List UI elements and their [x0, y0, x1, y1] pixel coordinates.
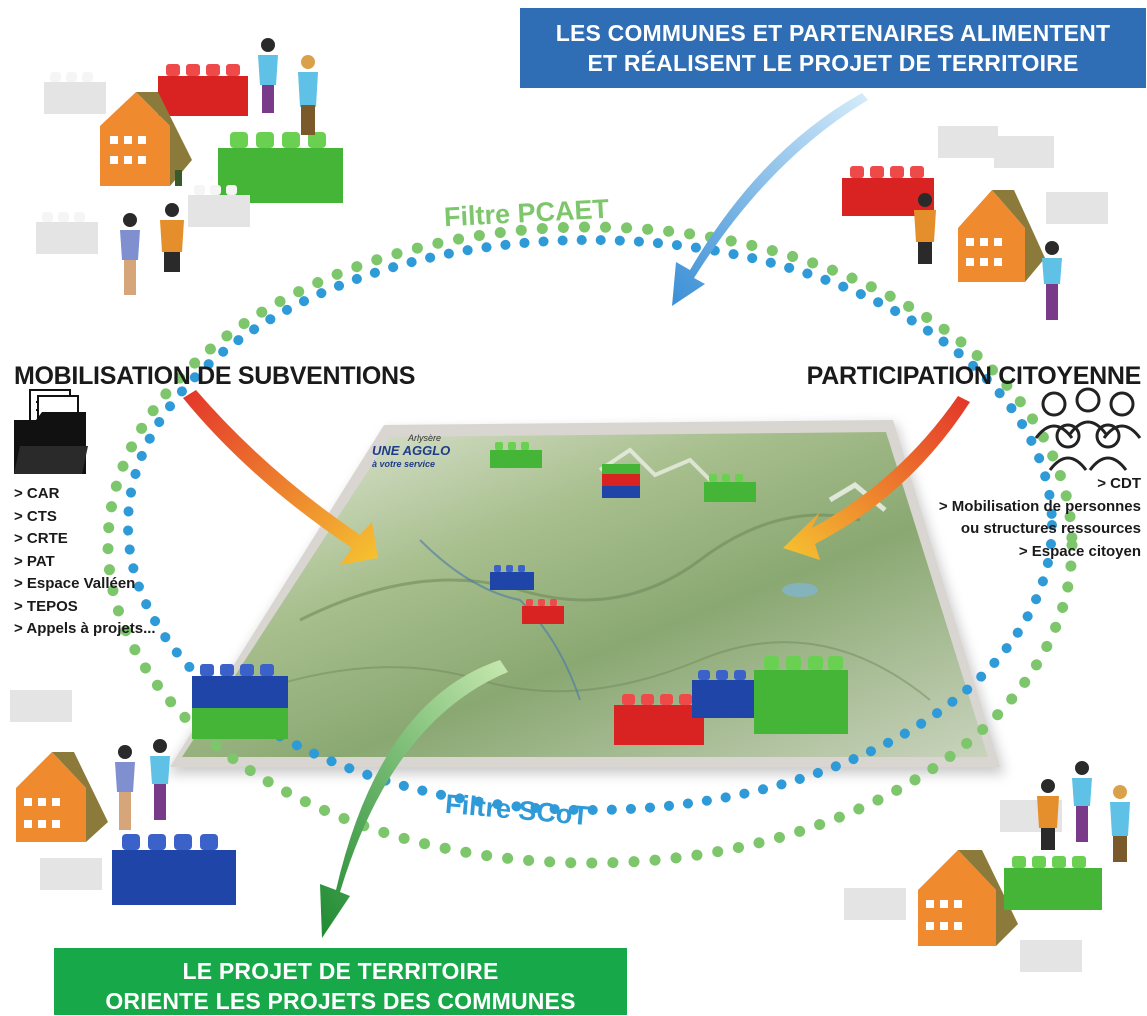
list-item: > Appels à projets...: [14, 620, 156, 637]
people-bottom-right: [1037, 761, 1130, 862]
brick-bottom-right-green: [1004, 856, 1102, 910]
list-item: > Mobilisation de personnes: [938, 497, 1141, 515]
map-brick-group-right: [614, 656, 848, 745]
territory-map: [167, 420, 1005, 774]
list-item: ou structures ressources: [960, 520, 1141, 537]
arrow-communes-to-map: [672, 93, 868, 306]
brick-top-green: [218, 132, 343, 203]
list-item: > TEPOS: [14, 597, 78, 615]
banner-top-line1: LES COMMUNES ET PARTENAIRES ALIMENTENT: [555, 20, 1111, 46]
map-brick-blue-green-left: [192, 664, 288, 739]
list-item: > Espace citoyen: [1018, 542, 1141, 560]
map-brick-red-small: [522, 599, 564, 624]
subventions-list: > CAR > CTS > CRTE > PAT > Espace Vallée…: [14, 483, 156, 641]
brick-left-white-3: [188, 185, 250, 227]
house-top-left: [100, 92, 192, 186]
brick-left-white-1: [44, 72, 106, 114]
map-brick-green-top: [490, 442, 542, 468]
people-group-icon: [1034, 387, 1142, 471]
arrow-projet-to-communes: [320, 660, 508, 938]
logo-main: UNE AGGLO: [372, 443, 451, 458]
logo-brand: Arlysère: [408, 433, 442, 443]
brick-top-right-white: [938, 126, 1108, 224]
house-bottom-right: [918, 850, 1018, 946]
brick-bottom-left-white: [10, 690, 102, 890]
participation-list: > CDT > Mobilisation de personnes ou str…: [939, 473, 1141, 563]
list-item: > CRTE: [14, 530, 68, 547]
map-brick-stack-center: [602, 464, 640, 498]
folder-documents-icon: [14, 389, 88, 474]
banner-projet-territoire: LE PROJET DE TERRITOIRE ORIENTE LES PROJ…: [54, 948, 627, 1015]
house-top-right: [958, 190, 1045, 282]
people-bottom-left: [115, 739, 170, 830]
people-top-left: [120, 38, 318, 295]
brick-left-white-2: [36, 212, 98, 254]
banner-bottom-line2: ORIENTE LES PROJETS DES COMMUNES: [105, 988, 576, 1014]
brick-bottom-right-white: [844, 800, 1082, 972]
list-item: > Espace Valléen: [14, 575, 136, 592]
brick-top-red: [158, 64, 248, 116]
banner-bottom-line1: LE PROJET DE TERRITOIRE: [182, 958, 499, 984]
house-bottom-left: [16, 752, 108, 842]
list-item: > CAR: [14, 485, 60, 502]
list-item: > CDT: [1097, 475, 1141, 492]
brick-bottom-left-blue: [112, 834, 236, 905]
pcaet-ring: [102, 221, 1078, 869]
arrow-participation-to-map: [783, 396, 970, 560]
logo-sub: à votre service: [372, 459, 436, 469]
subventions-heading: MOBILISATION DE SUBVENTIONS: [14, 362, 416, 390]
scot-ring: [123, 235, 1057, 815]
map-brick-green-right: [704, 474, 756, 502]
map-brick-blue-small: [490, 565, 534, 590]
list-item: > PAT: [14, 552, 55, 570]
list-item: > CTS: [14, 507, 57, 525]
arlysere-logo: Arlysère UNE AGGLO à votre service: [372, 423, 462, 475]
banner-top-line2: ET RÉALISENT LE PROJET DE TERRITOIRE: [587, 50, 1079, 76]
arrow-subventions-to-map: [183, 390, 378, 565]
people-top-right: [914, 193, 1062, 320]
banner-communes-partenaires: LES COMMUNES ET PARTENAIRES ALIMENTENT E…: [520, 8, 1146, 88]
brick-top-right-red: [842, 166, 934, 216]
participation-heading: PARTICIPATION CITOYENNE: [806, 362, 1142, 390]
